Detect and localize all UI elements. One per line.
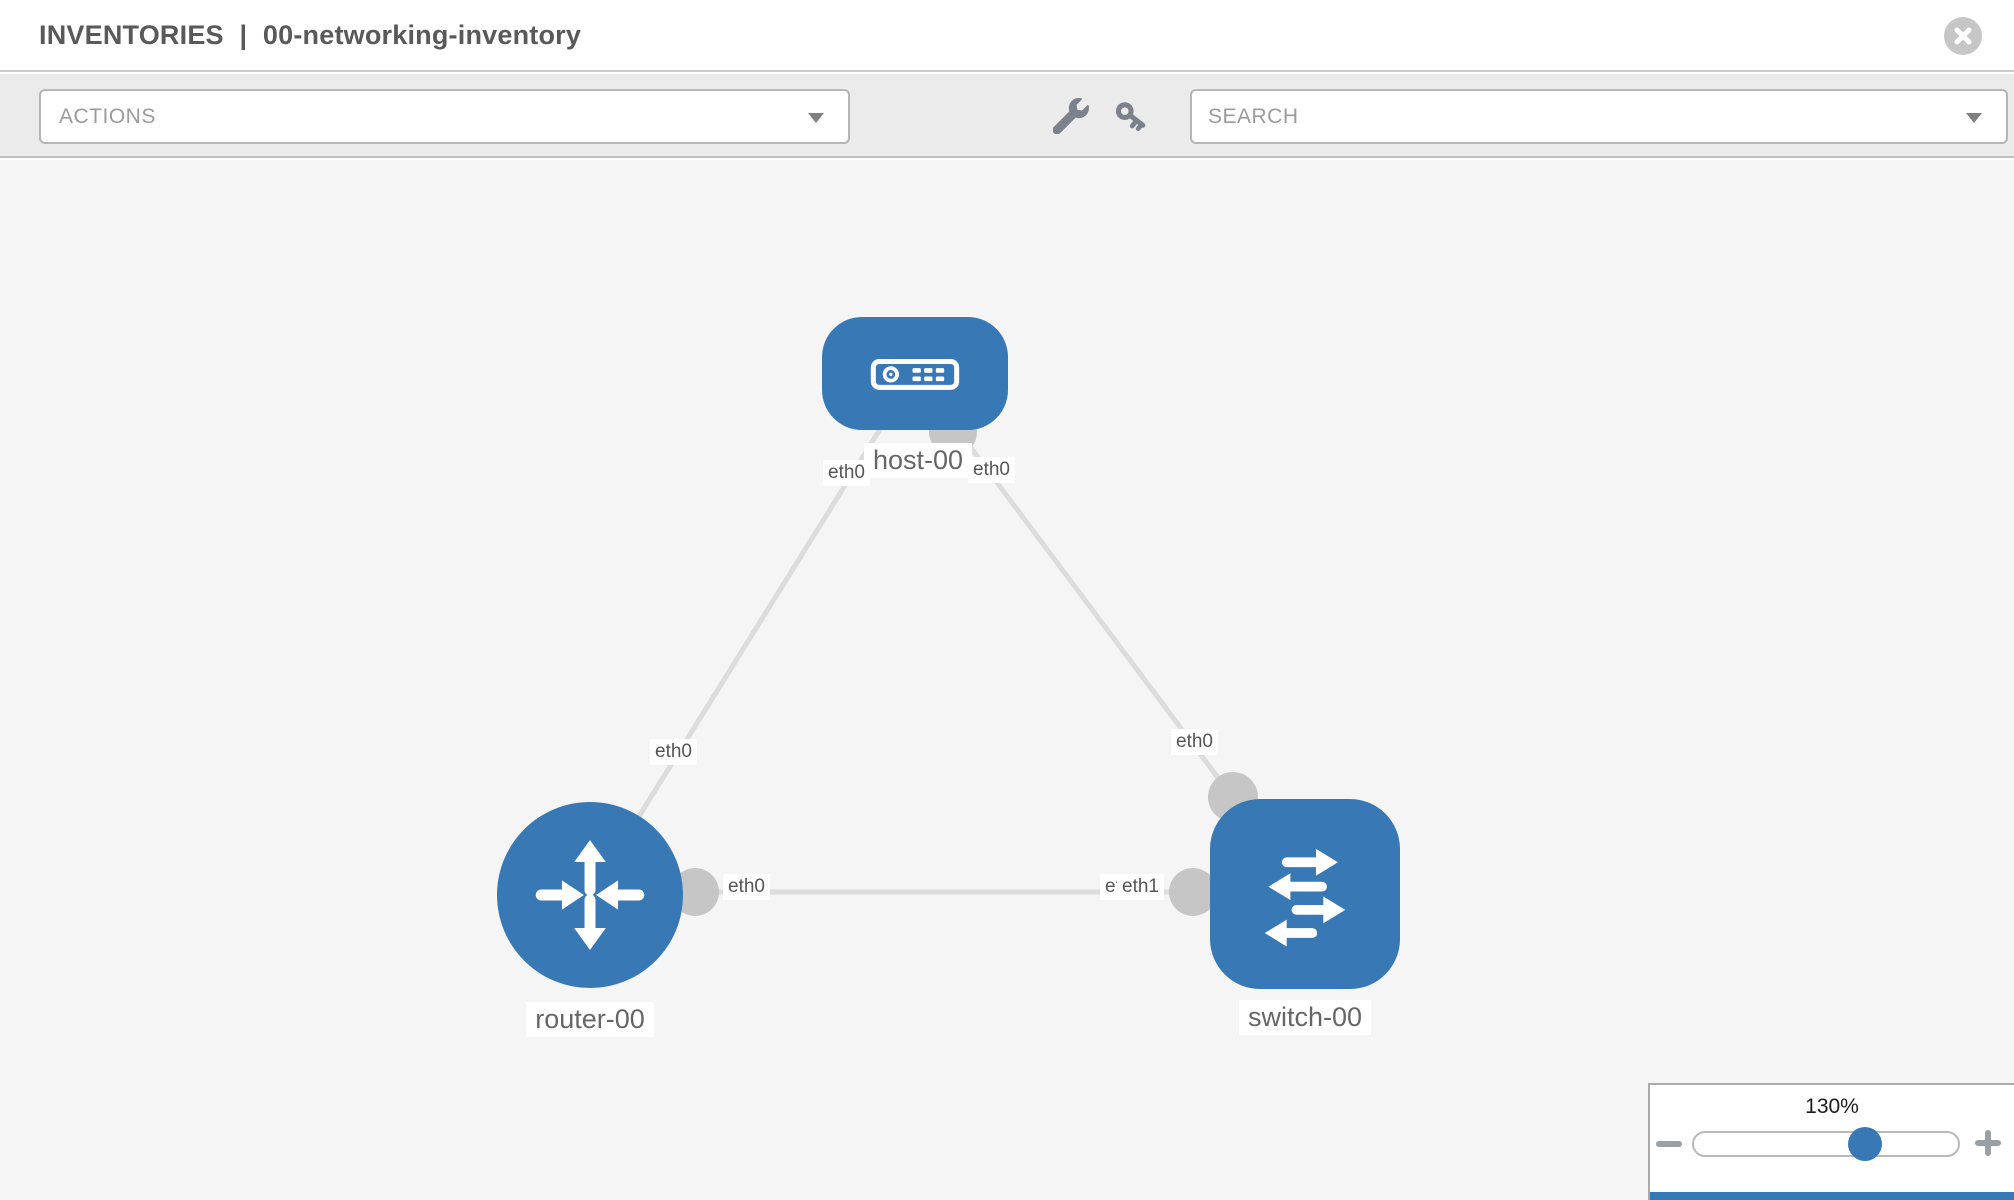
node-label-switch: switch-00 [1238,1000,1372,1035]
zoom-slider-knob[interactable] [1848,1127,1882,1161]
switch-icon [1264,848,1346,947]
wrench-icon [1052,97,1090,134]
actions-dropdown[interactable]: ACTIONS [39,89,850,144]
zoom-slider-track[interactable] [1692,1131,1960,1157]
close-button[interactable] [1944,17,1982,55]
router-icon [535,840,645,950]
chevron-down-icon [808,112,824,123]
interface-label: eth0 [968,457,1015,483]
node-router-00[interactable] [497,802,683,988]
key-button[interactable] [1110,96,1152,138]
page-title: INVENTORIES | 00-networking-inventory [39,20,589,51]
topology-canvas[interactable]: host-00 router-00 switch-00 eth0 eth0 et… [0,160,2014,1200]
interface-label: eth0 [650,739,697,765]
interface-label: eth0 [723,874,770,900]
node-host-00[interactable] [822,317,1008,430]
chevron-down-icon [1966,112,1982,123]
node-label-host: host-00 [863,443,973,478]
search-dropdown[interactable] [1190,89,2008,144]
actions-dropdown-label: ACTIONS [59,104,156,128]
key-icon [1115,101,1146,131]
zoom-panel: 130% [1648,1083,2014,1200]
interface-label: eth1 [1117,874,1164,900]
host-icon [870,358,960,390]
connector-dot-switch-left[interactable] [1169,868,1217,916]
zoom-in-button[interactable] [1972,1128,2004,1160]
links-layer [587,371,1308,916]
zoom-level-value: 130% [1805,1095,1859,1118]
interface-label: eth0 [1171,729,1218,755]
breadcrumb-inventory-name: 00-networking-inventory [262,20,582,50]
search-input[interactable] [1192,104,2006,129]
page-header: INVENTORIES | 00-networking-inventory [0,0,2014,72]
close-icon [1954,27,1972,45]
interface-label: eth0 [823,460,870,486]
node-label-router: router-00 [526,1002,654,1037]
plus-icon [1975,1129,2001,1156]
minus-icon [1656,1140,1682,1147]
toolbar: ACTIONS [0,74,2014,158]
tools-button[interactable] [1050,96,1092,138]
breadcrumb-section: INVENTORIES [39,20,224,50]
node-switch-00[interactable] [1210,799,1400,989]
connector-dot-router-right[interactable] [671,868,719,916]
panel-accent-bar [1650,1192,2014,1200]
breadcrumb-separator: | [239,20,248,50]
zoom-out-button[interactable] [1654,1133,1684,1157]
